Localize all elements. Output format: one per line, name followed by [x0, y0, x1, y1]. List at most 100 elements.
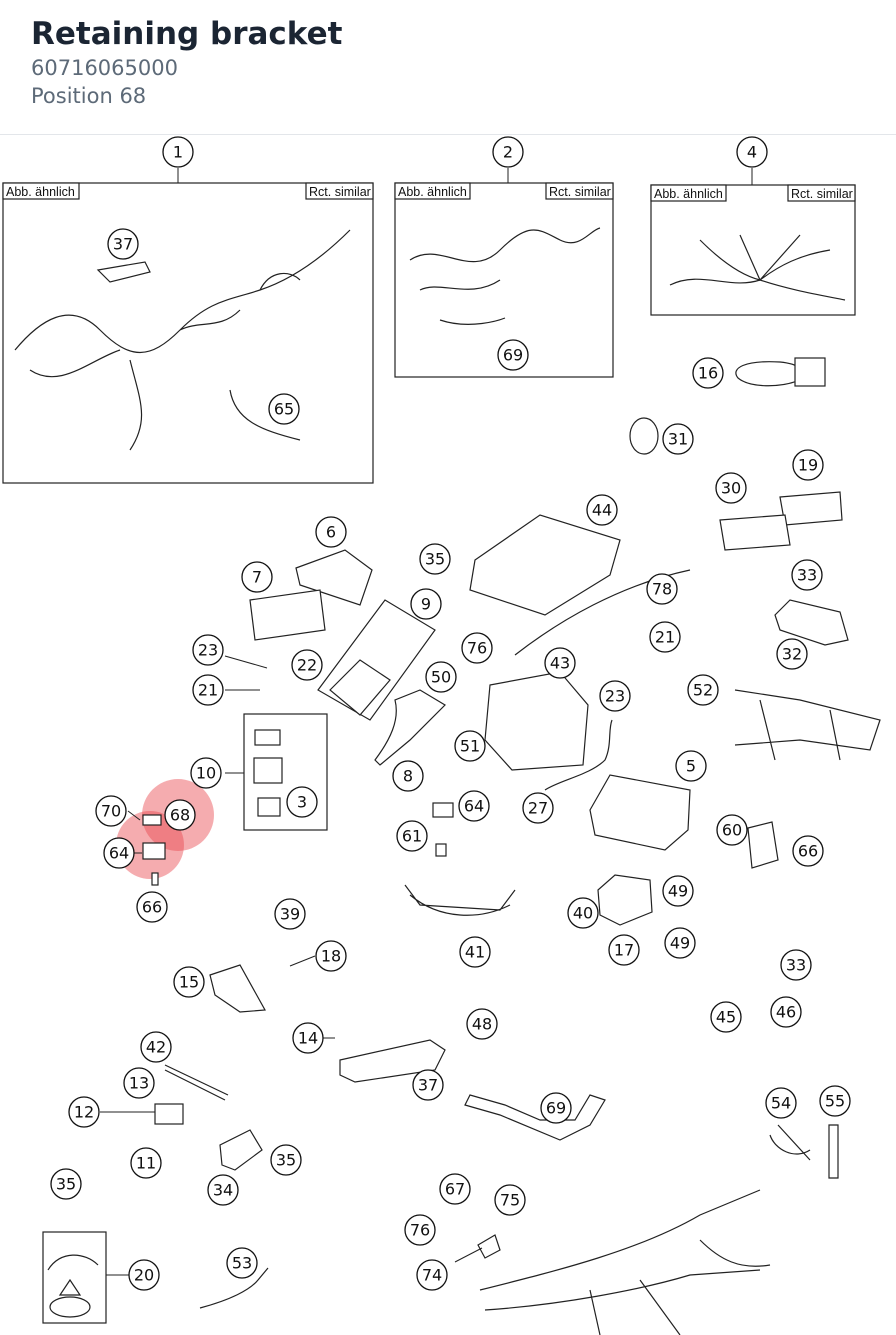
- callout-20[interactable]: 20: [128, 1259, 160, 1291]
- callout-31[interactable]: 31: [662, 423, 694, 455]
- callout-label: 12: [74, 1103, 94, 1122]
- callout-27[interactable]: 27: [522, 792, 554, 824]
- callout-37[interactable]: 37: [107, 228, 139, 260]
- callout-49[interactable]: 49: [664, 927, 696, 959]
- callout-46[interactable]: 46: [770, 996, 802, 1028]
- header-divider: [0, 134, 896, 135]
- callout-label: 18: [321, 947, 341, 966]
- callout-label: 16: [698, 364, 718, 383]
- callout-44[interactable]: 44: [586, 494, 618, 526]
- callout-label: 13: [129, 1074, 149, 1093]
- callout-74[interactable]: 74: [416, 1259, 448, 1291]
- callout-30[interactable]: 30: [715, 472, 747, 504]
- callout-37[interactable]: 37: [412, 1069, 444, 1101]
- callout-21[interactable]: 21: [192, 674, 224, 706]
- callout-19[interactable]: 19: [792, 449, 824, 481]
- callout-label: 23: [605, 687, 625, 706]
- callout-39[interactable]: 39: [274, 898, 306, 930]
- callout-3[interactable]: 3: [286, 786, 318, 818]
- callout-9[interactable]: 9: [410, 588, 442, 620]
- callout-68[interactable]: 68: [164, 799, 196, 831]
- callout-7[interactable]: 7: [241, 561, 273, 593]
- page-title: Retaining bracket: [31, 16, 343, 52]
- callout-32[interactable]: 32: [776, 638, 808, 670]
- callout-label: 44: [592, 501, 612, 520]
- callout-33[interactable]: 33: [791, 559, 823, 591]
- callout-69[interactable]: 69: [540, 1092, 572, 1124]
- callout-2[interactable]: 2: [492, 136, 524, 168]
- callout-51[interactable]: 51: [454, 730, 486, 762]
- callout-75[interactable]: 75: [494, 1184, 526, 1216]
- callout-label: 65: [274, 400, 294, 419]
- callout-21[interactable]: 21: [649, 621, 681, 653]
- callout-label: 20: [134, 1266, 154, 1285]
- callout-12[interactable]: 12: [68, 1096, 100, 1128]
- callout-55[interactable]: 55: [819, 1085, 851, 1117]
- callout-43[interactable]: 43: [544, 647, 576, 679]
- callout-23[interactable]: 23: [599, 680, 631, 712]
- callout-50[interactable]: 50: [425, 661, 457, 693]
- callout-76[interactable]: 76: [404, 1214, 436, 1246]
- callout-78[interactable]: 78: [646, 573, 678, 605]
- callout-5[interactable]: 5: [675, 750, 707, 782]
- callout-label: 17: [614, 941, 634, 960]
- callout-70[interactable]: 70: [95, 795, 127, 827]
- callout-label: 53: [232, 1254, 252, 1273]
- frame-2: Abb. ähnlich Rct. similar: [394, 168, 614, 378]
- callout-label: 10: [196, 764, 216, 783]
- callout-15[interactable]: 15: [173, 966, 205, 998]
- callout-22[interactable]: 22: [291, 649, 323, 681]
- callout-label: 51: [460, 737, 480, 756]
- callout-60[interactable]: 60: [716, 814, 748, 846]
- callout-13[interactable]: 13: [123, 1067, 155, 1099]
- callout-label: 32: [782, 645, 802, 664]
- callout-6[interactable]: 6: [315, 516, 347, 548]
- leader-lines: [100, 655, 483, 1276]
- callout-label: 19: [798, 456, 818, 475]
- callout-label: 64: [109, 844, 129, 863]
- frame-4-label-right: Rct. similar: [791, 187, 853, 201]
- callout-64[interactable]: 64: [458, 790, 490, 822]
- callout-label: 31: [668, 430, 688, 449]
- callout-54[interactable]: 54: [765, 1087, 797, 1119]
- callout-67[interactable]: 67: [439, 1173, 471, 1205]
- callout-8[interactable]: 8: [392, 760, 424, 792]
- callout-layer: 3765691631193044635797833232276432132505…: [50, 228, 851, 1291]
- callout-52[interactable]: 52: [687, 674, 719, 706]
- callout-35[interactable]: 35: [270, 1144, 302, 1176]
- callout-66[interactable]: 66: [136, 891, 168, 923]
- callout-23[interactable]: 23: [192, 634, 224, 666]
- page-header: Retaining bracket 60716065000 Position 6…: [31, 14, 342, 110]
- callout-label: 6: [326, 523, 336, 542]
- callout-16[interactable]: 16: [692, 357, 724, 389]
- callout-17[interactable]: 17: [608, 934, 640, 966]
- callout-49[interactable]: 49: [662, 875, 694, 907]
- callout-label: 49: [668, 882, 688, 901]
- callout-label: 70: [101, 802, 121, 821]
- callout-48[interactable]: 48: [466, 1008, 498, 1040]
- callout-18[interactable]: 18: [315, 940, 347, 972]
- callout-41[interactable]: 41: [459, 936, 491, 968]
- callout-61[interactable]: 61: [396, 820, 428, 852]
- callout-64[interactable]: 64: [103, 837, 135, 869]
- callout-34[interactable]: 34: [207, 1174, 239, 1206]
- callout-35[interactable]: 35: [50, 1168, 82, 1200]
- callout-33[interactable]: 33: [780, 949, 812, 981]
- callout-label: 45: [716, 1008, 736, 1027]
- callout-42[interactable]: 42: [140, 1031, 172, 1063]
- callout-76[interactable]: 76: [461, 632, 493, 664]
- callout-11[interactable]: 11: [130, 1147, 162, 1179]
- callout-1[interactable]: 1: [162, 136, 194, 168]
- callout-label: 74: [422, 1266, 442, 1285]
- callout-10[interactable]: 10: [190, 757, 222, 789]
- callout-4[interactable]: 4: [736, 136, 768, 168]
- callout-40[interactable]: 40: [567, 897, 599, 929]
- callout-65[interactable]: 65: [268, 393, 300, 425]
- callout-66[interactable]: 66: [792, 835, 824, 867]
- callout-45[interactable]: 45: [710, 1001, 742, 1033]
- callout-69[interactable]: 69: [497, 339, 529, 371]
- callout-53[interactable]: 53: [226, 1247, 258, 1279]
- callout-14[interactable]: 14: [292, 1022, 324, 1054]
- callout-35[interactable]: 35: [419, 543, 451, 575]
- callout-label: 43: [550, 654, 570, 673]
